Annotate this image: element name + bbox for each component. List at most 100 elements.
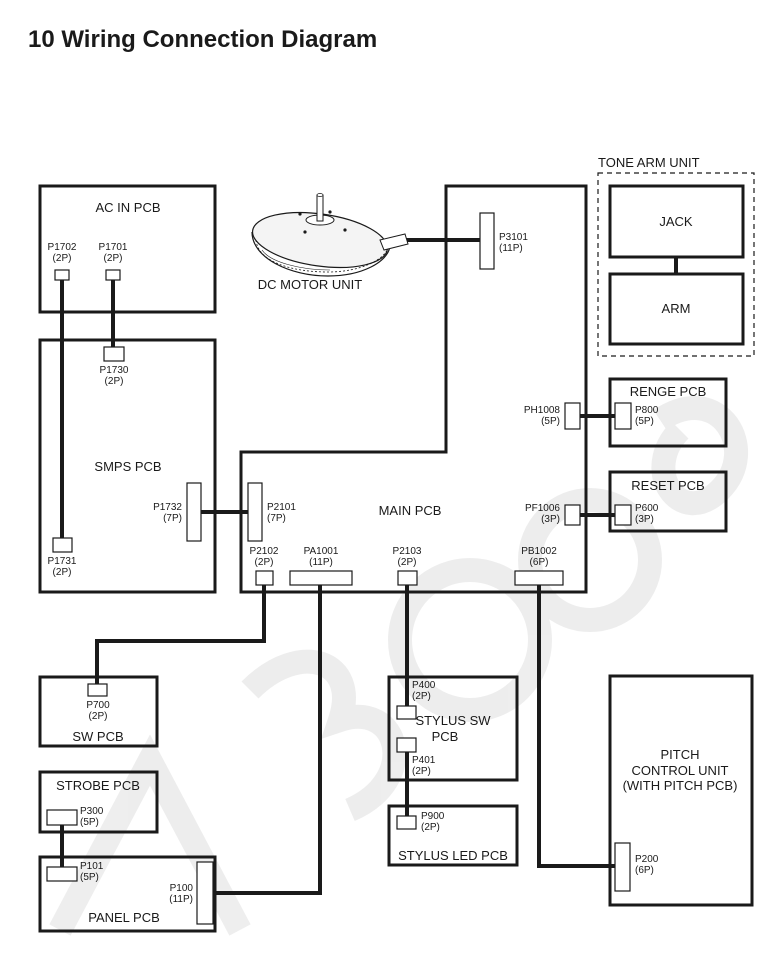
arm-box bbox=[608, 272, 745, 346]
pitch-label-3: (WITH PITCH PCB) bbox=[623, 778, 738, 793]
renge-pcb-label: RENGE PCB bbox=[630, 384, 707, 399]
connector-p700 bbox=[87, 683, 108, 697]
connector-pins: (5P) bbox=[541, 416, 560, 427]
connector-label: P400 bbox=[412, 680, 436, 691]
connector-label: P800 bbox=[635, 405, 659, 416]
stylus-sw-pcb-label-2: PCB bbox=[432, 729, 459, 744]
tone-arm-unit-label: TONE ARM UNIT bbox=[598, 155, 700, 170]
sw-pcb-label: SW PCB bbox=[72, 729, 123, 744]
connector-label: P1702 bbox=[48, 242, 77, 253]
connector-p200 bbox=[614, 842, 631, 892]
connector-pins: (11P) bbox=[169, 894, 193, 905]
connector-pins: (5P) bbox=[80, 872, 99, 883]
connector-label: P1732 bbox=[153, 502, 182, 513]
connector-pins: (2P) bbox=[53, 567, 72, 578]
connector-p1702 bbox=[54, 269, 70, 281]
jack-box bbox=[608, 184, 745, 259]
connector-p1731 bbox=[52, 537, 73, 553]
connector-pins: (6P) bbox=[530, 557, 549, 568]
connector-p600 bbox=[614, 504, 632, 526]
main-pcb-box bbox=[239, 184, 588, 594]
smps-pcb-box bbox=[38, 338, 217, 594]
connector-p300 bbox=[46, 809, 78, 826]
dc-motor-icon bbox=[251, 193, 409, 277]
connector-pins: (2P) bbox=[421, 822, 440, 833]
connector-p2101 bbox=[247, 482, 263, 542]
pitch-control-unit-box bbox=[608, 674, 754, 907]
connector-label: P2103 bbox=[393, 546, 422, 557]
ac-in-pcb-box bbox=[38, 184, 217, 314]
connector-pins: (2P) bbox=[89, 711, 108, 722]
connector-p2103 bbox=[397, 570, 418, 586]
renge-pcb-box bbox=[608, 377, 728, 448]
connector-pins: (11P) bbox=[309, 557, 333, 568]
ac-in-pcb-label: AC IN PCB bbox=[95, 200, 160, 215]
connector-p400 bbox=[396, 705, 417, 720]
connector-label: P2101 bbox=[267, 502, 296, 513]
connector-pins: (2P) bbox=[412, 691, 431, 702]
connector-label: P401 bbox=[412, 755, 436, 766]
connector-p900 bbox=[396, 815, 417, 830]
arm-label: ARM bbox=[662, 301, 691, 316]
connector-pins: (2P) bbox=[104, 253, 123, 264]
connector-pf1006 bbox=[564, 504, 581, 526]
stylus-led-pcb-label: STYLUS LED PCB bbox=[398, 848, 508, 863]
smps-pcb-label: SMPS PCB bbox=[94, 459, 161, 474]
connector-pins: (2P) bbox=[255, 557, 274, 568]
connector-label: PH1008 bbox=[524, 405, 561, 416]
connector-label: P101 bbox=[80, 861, 104, 872]
connector-label: P200 bbox=[635, 854, 659, 865]
connector-label: PA1001 bbox=[304, 546, 339, 557]
pitch-label-2: CONTROL UNIT bbox=[631, 763, 728, 778]
connector-pins: (2P) bbox=[412, 766, 431, 777]
connector-p100 bbox=[196, 861, 214, 925]
connector-pins: (3P) bbox=[541, 514, 560, 525]
sw-pcb-box bbox=[38, 675, 159, 748]
connector-pins: (3P) bbox=[635, 514, 654, 525]
connector-label: P1730 bbox=[100, 365, 129, 376]
page-title: 10 Wiring Connection Diagram bbox=[28, 26, 378, 53]
connector-p800 bbox=[614, 402, 632, 430]
connector-label: P100 bbox=[170, 883, 194, 894]
connector-pins: (5P) bbox=[80, 817, 99, 828]
panel-pcb-box bbox=[38, 855, 217, 933]
connector-label: P2102 bbox=[250, 546, 279, 557]
strobe-pcb-label: STROBE PCB bbox=[56, 778, 140, 793]
connector-pins: (7P) bbox=[267, 513, 286, 524]
stylus-sw-pcb-label-1: STYLUS SW bbox=[415, 713, 491, 728]
connector-label: P600 bbox=[635, 503, 659, 514]
dc-motor-unit-label: DC MOTOR UNIT bbox=[258, 277, 363, 292]
connector-label: PB1002 bbox=[521, 546, 557, 557]
connector-label: P3101 bbox=[499, 232, 528, 243]
stylus-sw-pcb-box bbox=[387, 675, 519, 782]
connector-pins: (2P) bbox=[53, 253, 72, 264]
connector-p2102 bbox=[255, 570, 274, 586]
connector-label: P900 bbox=[421, 811, 445, 822]
connector-label: P700 bbox=[86, 700, 110, 711]
strobe-pcb-box bbox=[38, 770, 159, 834]
connector-p1701 bbox=[105, 269, 121, 281]
connector-label: P1701 bbox=[99, 242, 128, 253]
jack-label: JACK bbox=[659, 214, 693, 229]
connector-label: P1731 bbox=[48, 556, 77, 567]
panel-pcb-label: PANEL PCB bbox=[88, 910, 160, 925]
connector-label: P300 bbox=[80, 806, 104, 817]
connector-pins: (7P) bbox=[163, 513, 182, 524]
connector-pins: (2P) bbox=[398, 557, 417, 568]
pitch-label-1: PITCH bbox=[661, 747, 700, 762]
reset-pcb-label: RESET PCB bbox=[631, 478, 704, 493]
connector-pins: (6P) bbox=[635, 865, 654, 876]
connector-p401 bbox=[396, 737, 417, 753]
connector-pb1002 bbox=[514, 570, 564, 586]
connector-p1732 bbox=[186, 482, 202, 542]
connector-pins: (2P) bbox=[105, 376, 124, 387]
connector-label: PF1006 bbox=[525, 503, 560, 514]
connector-p3101 bbox=[479, 212, 495, 270]
reset-pcb-box bbox=[608, 470, 728, 533]
connector-p1730 bbox=[103, 346, 125, 362]
main-pcb-label: MAIN PCB bbox=[379, 503, 442, 518]
tone-arm-unit-frame bbox=[597, 172, 755, 357]
stylus-led-pcb-box bbox=[387, 804, 519, 867]
connector-pins: (11P) bbox=[499, 243, 523, 254]
